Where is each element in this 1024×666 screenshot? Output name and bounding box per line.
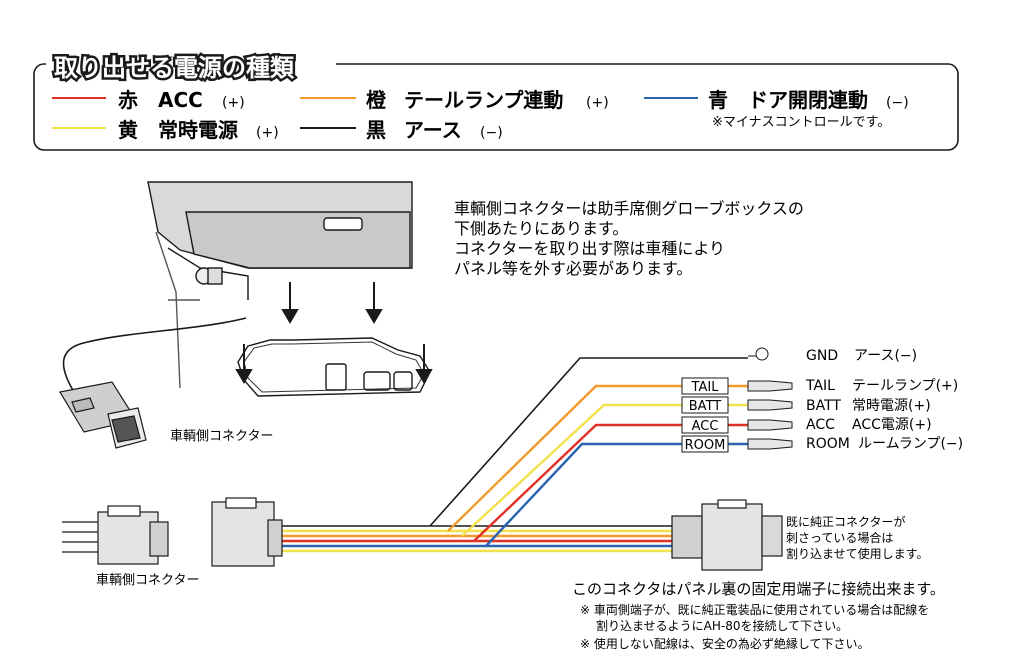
wire-tag-room: ROOM [685, 438, 726, 453]
terminal-name-tail: TAIL [805, 378, 835, 394]
description-line-3: コネクターを取り出す際は車種により [454, 239, 725, 258]
vehicle-cable [62, 317, 247, 393]
legend-color-yellow: 黄 [118, 118, 138, 142]
description-line-2: 下側あたりにあります。 [454, 219, 628, 238]
legend-color-red: 赤 [118, 88, 138, 112]
legend-polarity-gnd: (−) [480, 125, 503, 141]
ring-terminal-icon [755, 347, 769, 361]
legend-polarity-tail: (+) [586, 95, 609, 111]
terminal-desc-room: ルームランプ(−) [858, 436, 963, 452]
connector-label-bottom: 車輌側コネクター [96, 573, 199, 588]
vehicle-connector-top [59, 381, 147, 449]
description-line-1: 車輌側コネクターは助手席側グローブボックスの [454, 199, 804, 218]
terminal-acc-icon [747, 419, 793, 431]
glovebox-illustration [147, 181, 431, 397]
bottom-notes: このコネクタはパネル裏の固定用端子に接続出来ます。 ※ 車両側端子が、既に純正電… [572, 580, 945, 651]
terminal-desc-batt: 常時電源(+) [852, 398, 931, 414]
legend-color-orange: 橙 [366, 88, 387, 112]
right-note-line-1: 既に純正コネクターが [786, 514, 906, 529]
legend-color-blue: 青 [708, 88, 728, 112]
legend-label-door: ドア開閉連動 [748, 88, 868, 112]
legend-note: ※マイナスコントロールです。 [712, 115, 890, 130]
harness-wires [280, 357, 748, 553]
bottom-note-main: このコネクタはパネル裏の固定用端子に接続出来ます。 [572, 580, 945, 598]
wire-tag-tail: TAIL [691, 380, 720, 395]
terminal-name-gnd: GND [806, 348, 838, 364]
legend-polarity-batt: (+) [256, 125, 279, 141]
wire-tags: TAIL BATT ACC ROOM [681, 377, 729, 453]
right-note-line-2: 刺さっている場合は [786, 530, 893, 545]
connector-label-top: 車輌側コネクター [170, 429, 273, 444]
vehicle-connector-bottom [62, 497, 283, 567]
right-note-line-3: 割り込ませて使用します。 [786, 546, 928, 561]
terminal-desc-tail: テールランプ(+) [852, 378, 958, 394]
terminal-name-acc: ACC [806, 417, 835, 433]
terminal-room-icon [747, 438, 793, 450]
legend-title: 取り出せる電源の種類 [54, 54, 295, 82]
legend-label-acc: ACC [158, 88, 203, 112]
legend-color-black: 黒 [366, 118, 386, 142]
bottom-note-2: ※ 使用しない配線は、安全の為必ず絶縁して下さい。 [580, 636, 870, 651]
legend-label-batt: 常時電源 [158, 118, 238, 142]
terminal-batt-icon [747, 399, 793, 411]
legend-polarity-acc: (+) [222, 95, 245, 111]
wire-tag-batt: BATT [689, 399, 722, 414]
description-line-4: パネル等を外す必要があります。 [454, 259, 692, 278]
legend-polarity-door: (−) [886, 95, 909, 111]
legend-box: 取り出せる電源の種類 赤 ACC (+) 黄 常時電源 (+) 橙 テールランプ… [33, 46, 959, 151]
bottom-note-1b: 割り込ませるようにAH-80を接続して下さい。 [596, 618, 848, 633]
terminal-tail-icon [747, 380, 793, 392]
terminal-labels: GND アース(−) TAIL テールランプ(+) BATT 常時電源(+) A… [805, 348, 963, 452]
terminal-desc-acc: ACC電源(+) [852, 417, 932, 433]
wire-branch-gnd [429, 357, 748, 527]
legend-label-tail: テールランプ連動 [404, 88, 563, 112]
arrows [235, 282, 433, 384]
right-connector-note: 既に純正コネクターが 刺さっている場合は 割り込ませて使用します。 [786, 514, 928, 561]
pass-through-connector [671, 499, 783, 571]
terminal-name-room: ROOM [806, 436, 850, 452]
description-block: 車輌側コネクターは助手席側グローブボックスの 下側あたりにあります。 コネクター… [454, 199, 804, 278]
legend-label-gnd: アース [404, 118, 462, 142]
terminal-desc-gnd: アース(−) [854, 348, 917, 364]
terminal-name-batt: BATT [806, 398, 841, 414]
wire-tag-acc: ACC [692, 419, 719, 434]
terminals [747, 347, 793, 450]
bottom-note-1a: ※ 車両側端子が、既に純正電装品に使用されている場合は配線を [580, 602, 929, 617]
